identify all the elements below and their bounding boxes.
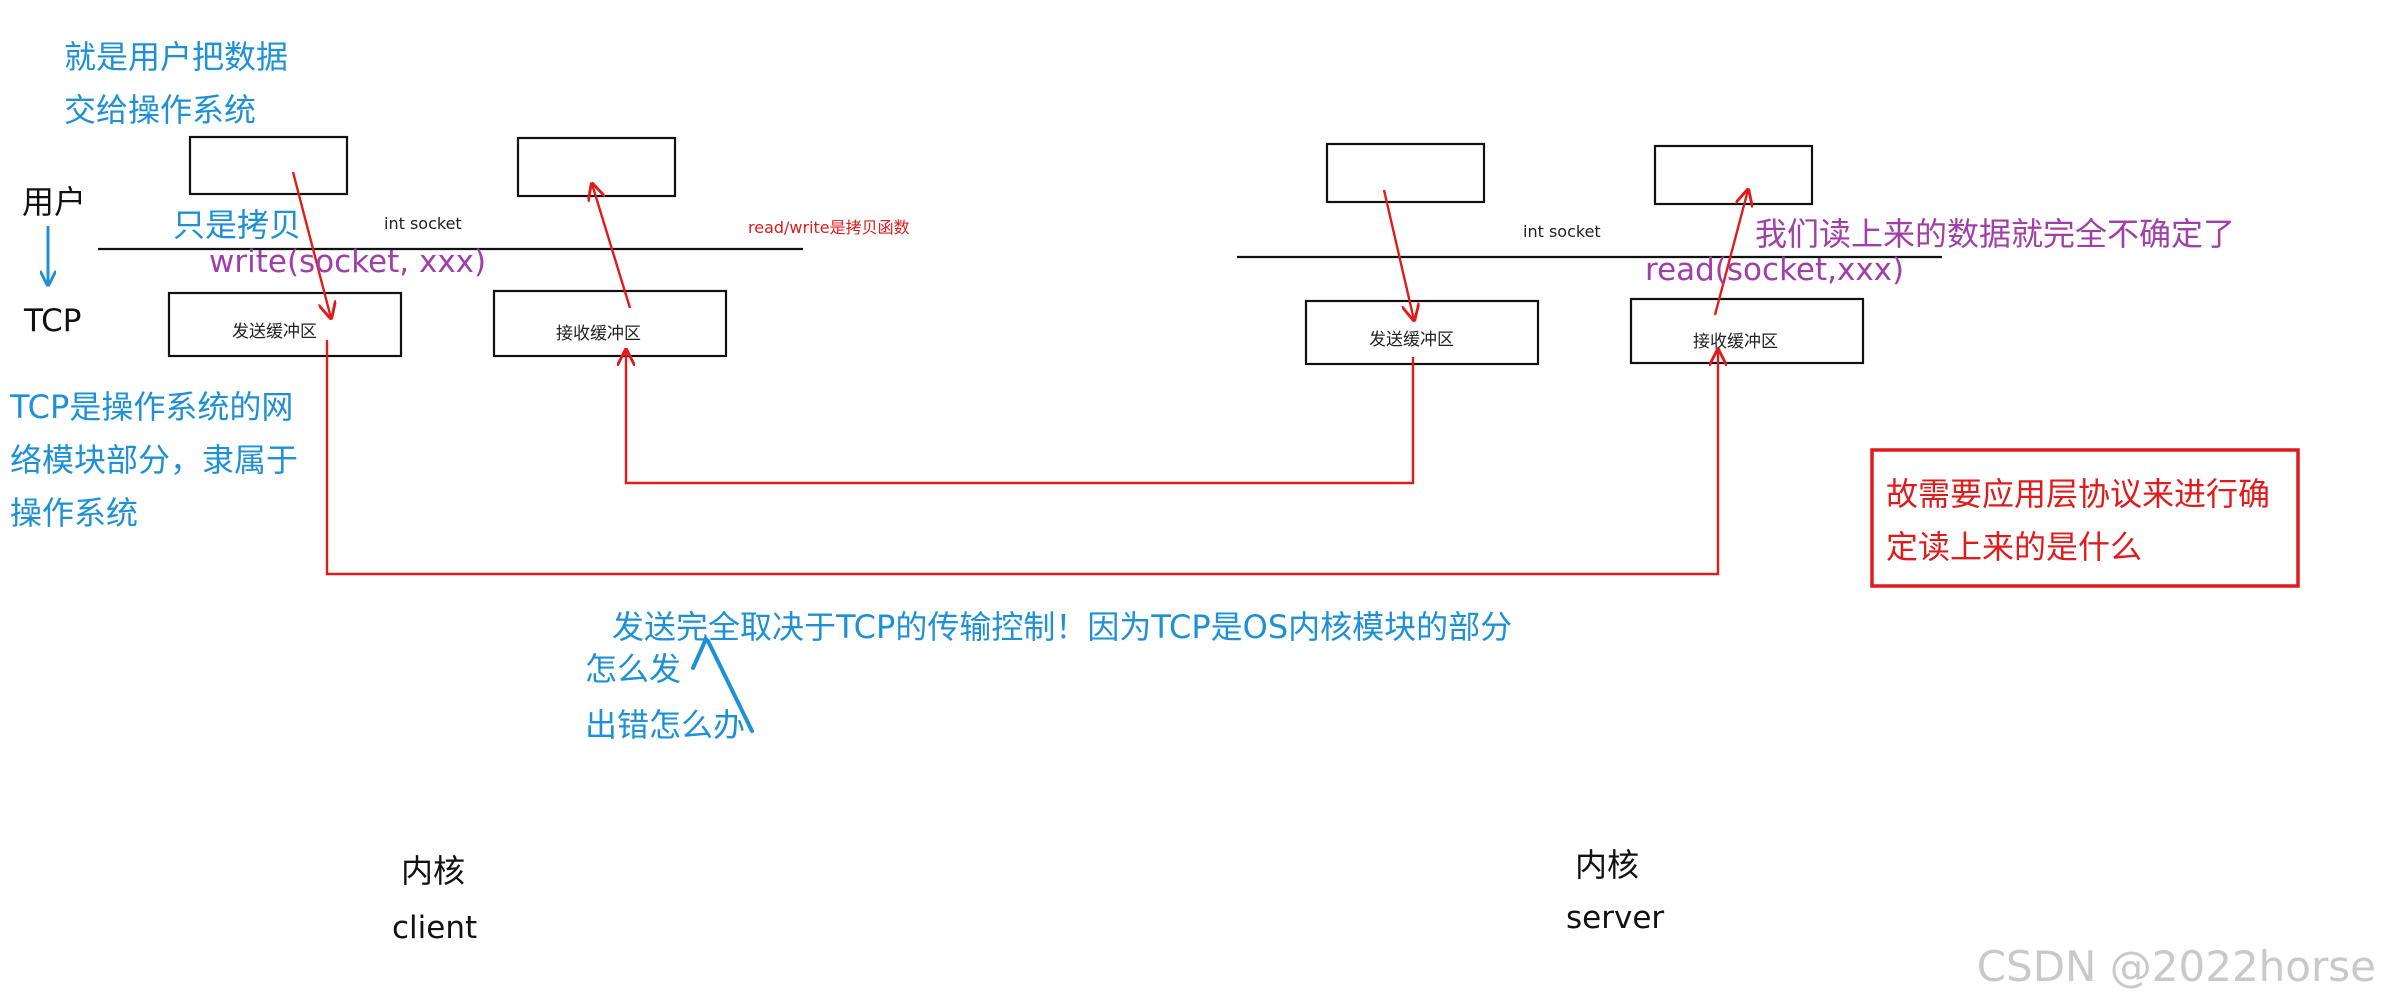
server-user-recv-box bbox=[1653, 144, 1814, 206]
note-send-depends-on-tcp: 发送完全取决于TCP的传输控制！因为TCP是OS内核模块的部分 bbox=[612, 608, 1512, 646]
user-layer-label: 用户 bbox=[22, 183, 86, 221]
server-recv-buffer-box bbox=[1629, 297, 1865, 365]
tcp-layer-label: TCP bbox=[23, 303, 81, 339]
client-read-arrow bbox=[592, 184, 632, 309]
note-user-hand-over-line2: 交给操作系统 bbox=[64, 91, 256, 129]
app-protocol-note-box bbox=[1870, 448, 2300, 588]
server-write-arrow bbox=[1382, 189, 1414, 320]
server-user-send-box bbox=[1325, 142, 1486, 204]
client-user-send-box bbox=[188, 135, 349, 196]
server-name-label: server bbox=[1566, 900, 1664, 936]
client-send-buffer-box bbox=[167, 291, 403, 358]
server-recv-buffer-label: 接收缓冲区 bbox=[1693, 332, 1778, 352]
client-write-call: write(socket, xxx) bbox=[209, 244, 486, 280]
note-read-uncertain: 我们读上来的数据就完全不确定了 bbox=[1755, 215, 2235, 253]
server-read-arrow bbox=[1713, 190, 1748, 316]
server-socket-label: int socket bbox=[1523, 222, 1601, 241]
note-just-copy: 只是拷贝 bbox=[173, 206, 301, 244]
client-write-arrow bbox=[291, 171, 331, 318]
tcp-control-pointer-stroke bbox=[691, 637, 754, 733]
server-to-client-path bbox=[626, 350, 1415, 485]
client-name-label: client bbox=[392, 910, 477, 946]
client-recv-buffer-label: 接收缓冲区 bbox=[556, 324, 641, 344]
note-how-to-send: 怎么发 bbox=[585, 650, 681, 688]
note-need-app-protocol-line1: 故需要应用层协议来进行确 bbox=[1886, 475, 2270, 513]
note-need-app-protocol-line2: 定读上来的是什么 bbox=[1886, 528, 2142, 566]
server-kernel-label: 内核 bbox=[1575, 846, 1639, 884]
client-send-buffer-label: 发送缓冲区 bbox=[232, 322, 317, 342]
client-recv-buffer-box bbox=[492, 289, 728, 358]
client-user-recv-box bbox=[516, 136, 677, 198]
client-socket-label: int socket bbox=[384, 214, 462, 233]
note-user-hand-over-line1: 就是用户把数据 bbox=[64, 38, 288, 76]
note-tcp-part-of-os-line2: 络模块部分，隶属于 bbox=[10, 441, 298, 479]
server-read-call: read(socket,xxx) bbox=[1645, 252, 1904, 288]
note-tcp-part-of-os-line1: TCP是操作系统的网 bbox=[9, 388, 293, 426]
note-what-if-error: 出错怎么办 bbox=[585, 706, 745, 744]
client-kernel-label: 内核 bbox=[401, 852, 465, 890]
csdn-watermark: CSDN @2022horse bbox=[1977, 942, 2376, 991]
note-tcp-part-of-os-line3: 操作系统 bbox=[10, 494, 138, 532]
client-to-server-path bbox=[325, 340, 1718, 576]
server-send-buffer-box bbox=[1304, 299, 1540, 366]
server-send-buffer-label: 发送缓冲区 bbox=[1369, 330, 1454, 350]
note-read-write-is-copy: read/write是拷贝函数 bbox=[748, 218, 910, 237]
